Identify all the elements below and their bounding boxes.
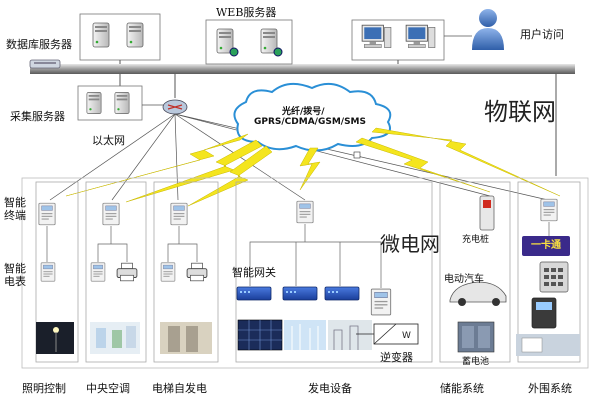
web-server-label: WEB服务器 <box>216 6 277 19</box>
battery-label: 蓄电池 <box>462 357 490 367</box>
battery-icon <box>457 321 495 353</box>
microgrid-label: 微电网 <box>380 232 440 256</box>
electric-car-label: 电动汽车 <box>444 274 484 285</box>
page-title: 物联网 <box>484 98 556 126</box>
solar-panel-icon <box>237 319 372 351</box>
network-switch-icon <box>29 59 61 69</box>
ethernet-bus <box>30 64 575 74</box>
smart-meter-text: 智能 电表 <box>4 262 26 288</box>
workstation-icon <box>351 19 445 61</box>
smart-terminal-text: 智能 终端 <box>4 196 26 222</box>
category-storage: 储能系统 <box>440 382 484 395</box>
user-access-label: 用户访问 <box>520 28 564 41</box>
device-tree-lines <box>46 224 382 288</box>
keypad-icon <box>516 261 580 356</box>
router-icon <box>162 99 188 115</box>
web-server-icon <box>205 19 293 65</box>
cloud-label-line2: GPRS/CDMA/GSM/SMS <box>254 117 366 127</box>
cloud-label-line1: 光纤/拨号/ <box>282 107 325 117</box>
category-peripheral: 外围系统 <box>528 382 572 395</box>
collect-server-label: 采集服务器 <box>10 110 65 123</box>
lighting-photo <box>36 322 74 354</box>
category-ac: 中央空调 <box>86 382 130 395</box>
database-server-icon <box>79 13 161 61</box>
charging-pile-label: 充电桩 <box>462 235 490 245</box>
category-elevator: 电梯自发电 <box>152 382 207 395</box>
svg-text:W: W <box>402 331 411 341</box>
gateway-icon <box>236 286 360 301</box>
smart-meter-label: 智能 电表 <box>4 262 26 288</box>
elevator-photo <box>160 322 212 354</box>
cloud-icon <box>233 82 392 152</box>
charging-pile-icon <box>479 195 495 231</box>
smart-gateway-label: 智能网关 <box>232 266 276 279</box>
user-icon <box>472 9 504 50</box>
db-server-label: 数据库服务器 <box>6 38 72 51</box>
inverter-label: 逆变器 <box>380 351 413 364</box>
system-boxes <box>35 181 581 363</box>
ethernet-label: 以太网 <box>92 134 125 147</box>
category-lighting: 照明控制 <box>22 382 66 395</box>
smart-terminal-label: 智能 终端 <box>4 196 26 222</box>
collection-server-icon <box>77 85 143 121</box>
car-icon <box>449 281 507 306</box>
inverter-icon: W <box>356 323 419 345</box>
ac-photo <box>90 322 140 354</box>
card-label: 一卡通 <box>522 236 570 256</box>
category-generation: 发电设备 <box>308 382 352 395</box>
